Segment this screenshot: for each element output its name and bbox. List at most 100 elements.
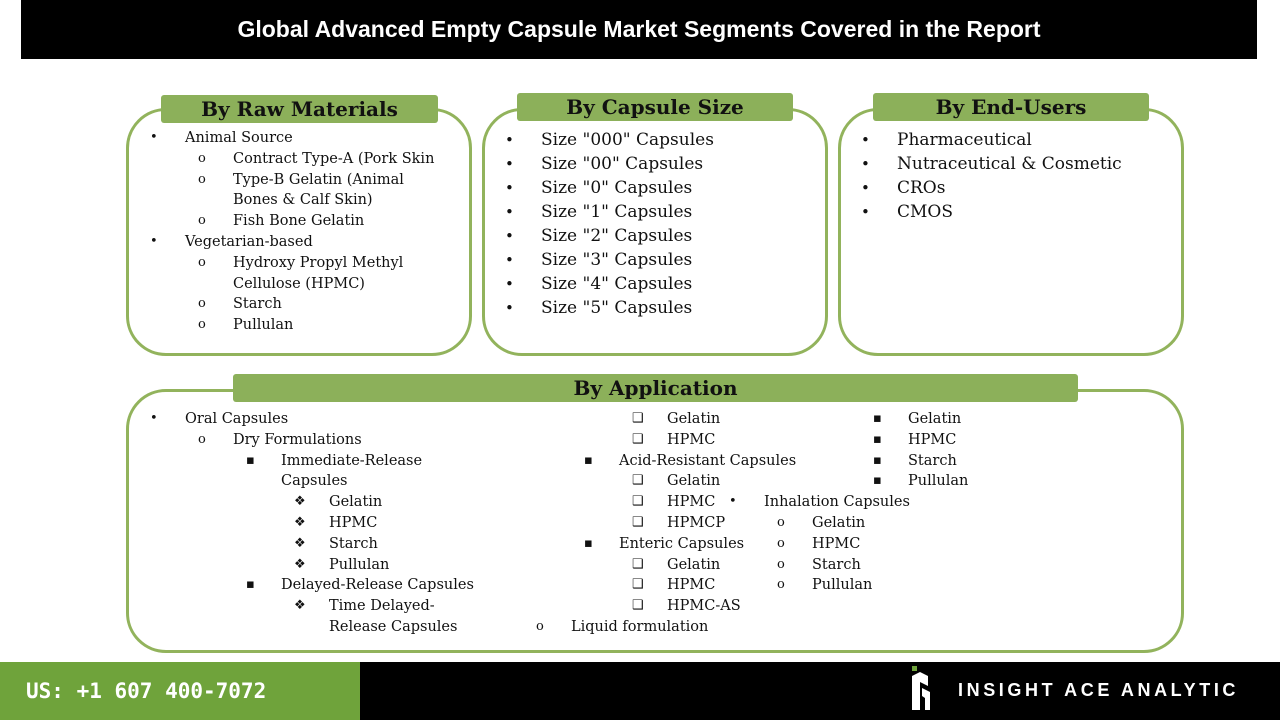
list-item-label: Pullulan xyxy=(908,473,969,490)
list-item: • Size "5" Capsules xyxy=(505,296,815,320)
end-users-panel xyxy=(838,108,1184,356)
list-item: ❑ HPMC xyxy=(535,492,825,513)
footer-phone: US: +1 607 400-7072 xyxy=(0,662,360,720)
list-item-label: Size "5" Capsules xyxy=(541,298,693,318)
list-item: ▪Gelatin xyxy=(820,409,1120,430)
list-item-label: Acid-Resistant Capsules xyxy=(619,452,797,469)
bullet-icon: • xyxy=(505,131,514,149)
bullet-icon: ❑ xyxy=(632,473,644,489)
list-item: ❑HPMC xyxy=(535,430,825,451)
list-item: Bones & Calf Skin) xyxy=(146,190,466,211)
list-item: Capsules xyxy=(146,471,546,492)
bullet-icon: ❑ xyxy=(632,556,644,572)
list-item-label: Enteric Capsules xyxy=(619,535,745,552)
bullet-icon: o xyxy=(777,514,785,530)
bullet-icon: ▪ xyxy=(246,452,255,468)
bullet-icon: ❑ xyxy=(632,514,644,530)
list-item: •Size "3" Capsules xyxy=(505,248,815,272)
list-item-label: HPMC xyxy=(667,577,716,594)
bullet-icon: • xyxy=(505,275,514,293)
bullet-icon: o xyxy=(777,535,785,551)
list-item-label: HPMC xyxy=(667,494,716,511)
bullet-icon: • xyxy=(505,299,514,317)
list-item-label: Size "0" Capsules xyxy=(541,178,693,198)
list-item: ❖Time Delayed- xyxy=(146,596,546,617)
list-item-label: Bones & Calf Skin) xyxy=(233,192,373,209)
brand-name: INSIGHT ACE ANALYTIC xyxy=(958,680,1240,700)
bullet-icon: o xyxy=(777,556,785,572)
bullet-icon: • xyxy=(505,227,514,245)
list-item: •Nutraceutical & Cosmetic xyxy=(861,152,1171,176)
list-item: ▪ Enteric Capsules xyxy=(535,534,825,555)
bullet-icon: • xyxy=(729,494,737,510)
list-item: ❑Gelatin xyxy=(535,471,825,492)
list-item: o Contract Type-A (Pork Skin xyxy=(146,149,466,170)
bullet-icon: ▪ xyxy=(873,411,882,426)
list-item: Release Capsules xyxy=(146,617,546,638)
list-item-label: Starch xyxy=(233,296,282,313)
bullet-icon: ❖ xyxy=(294,494,306,510)
bullet-icon: ▪ xyxy=(873,431,882,447)
page-title: Global Advanced Empty Capsule Market Seg… xyxy=(21,0,1257,59)
bullet-icon: • xyxy=(150,130,158,145)
raw-materials-panel xyxy=(126,108,472,356)
list-item-label: Oral Capsules xyxy=(185,411,289,427)
list-item-label: Inhalation Capsules xyxy=(764,494,910,511)
list-item: ❑ HPMCP xyxy=(535,513,825,534)
bullet-icon: ❑ xyxy=(632,494,644,510)
list-item-label: Liquid formulation xyxy=(571,618,709,635)
list-item: ❑HPMC-AS xyxy=(535,596,825,617)
list-item: •CMOS xyxy=(861,200,1171,224)
list-item-label: Type-B Gelatin (Animal xyxy=(233,171,404,188)
bullet-icon: ❑ xyxy=(632,577,644,593)
bullet-icon: o xyxy=(198,213,206,229)
bullet-icon: ❖ xyxy=(294,535,306,551)
list-item-label: Size "1" Capsules xyxy=(541,202,693,222)
list-item: ❑ HPMC xyxy=(535,575,825,596)
list-item-label: Cellulose (HPMC) xyxy=(233,275,365,292)
list-item-label: Pullulan xyxy=(329,556,390,573)
list-item-label: HPMC-AS xyxy=(667,598,741,615)
list-item: o Pullulan xyxy=(777,575,1120,596)
list-item: •Size "1" Capsules xyxy=(505,200,815,224)
list-item-label: Pharmaceutical xyxy=(897,130,1032,150)
application-header: By Application xyxy=(233,374,1078,402)
raw-materials-header: By Raw Materials xyxy=(161,95,438,123)
list-item: Cellulose (HPMC) xyxy=(146,274,466,295)
bullet-icon: ▪ xyxy=(584,452,593,468)
bullet-icon: ▪ xyxy=(873,452,882,468)
list-item: ▪ Starch xyxy=(820,451,1120,472)
list-item: ❑Gelatin xyxy=(535,409,825,430)
footer-brand-bar: INSIGHT ACE ANALYTIC xyxy=(360,662,1280,720)
bullet-icon: o xyxy=(198,171,206,187)
bullet-icon: o xyxy=(198,254,206,270)
bullet-icon: ▪ xyxy=(584,535,593,551)
bullet-icon: ▪ xyxy=(873,473,882,489)
list-item-label: Contract Type-A (Pork Skin xyxy=(233,150,435,167)
capsule-size-header: By Capsule Size xyxy=(517,93,793,121)
list-item: o Type-B Gelatin (Animal xyxy=(146,170,466,191)
bullet-icon: o xyxy=(198,431,206,447)
list-item-label: HPMCP xyxy=(667,514,726,531)
list-item-label: Immediate-Release xyxy=(281,452,423,469)
bullet-icon: o xyxy=(777,577,785,593)
list-item-label: Starch xyxy=(908,452,957,469)
list-item: • Size "000" Capsules xyxy=(505,128,815,152)
list-item-label: Size "000" Capsules xyxy=(541,130,714,150)
list-item: ▪Delayed-Release Capsules xyxy=(146,575,546,596)
end-users-header: By End-Users xyxy=(873,93,1149,121)
list-item-label: Pullulan xyxy=(812,577,873,594)
bullet-icon: • xyxy=(861,203,870,221)
list-item-label: Size "2" Capsules xyxy=(541,226,693,246)
bullet-icon: • xyxy=(861,131,870,149)
capsule-size-panel xyxy=(482,108,828,356)
bullet-icon: o xyxy=(198,150,206,166)
bullet-icon: ▪ xyxy=(246,577,255,593)
bullet-icon: ❑ xyxy=(632,411,644,426)
